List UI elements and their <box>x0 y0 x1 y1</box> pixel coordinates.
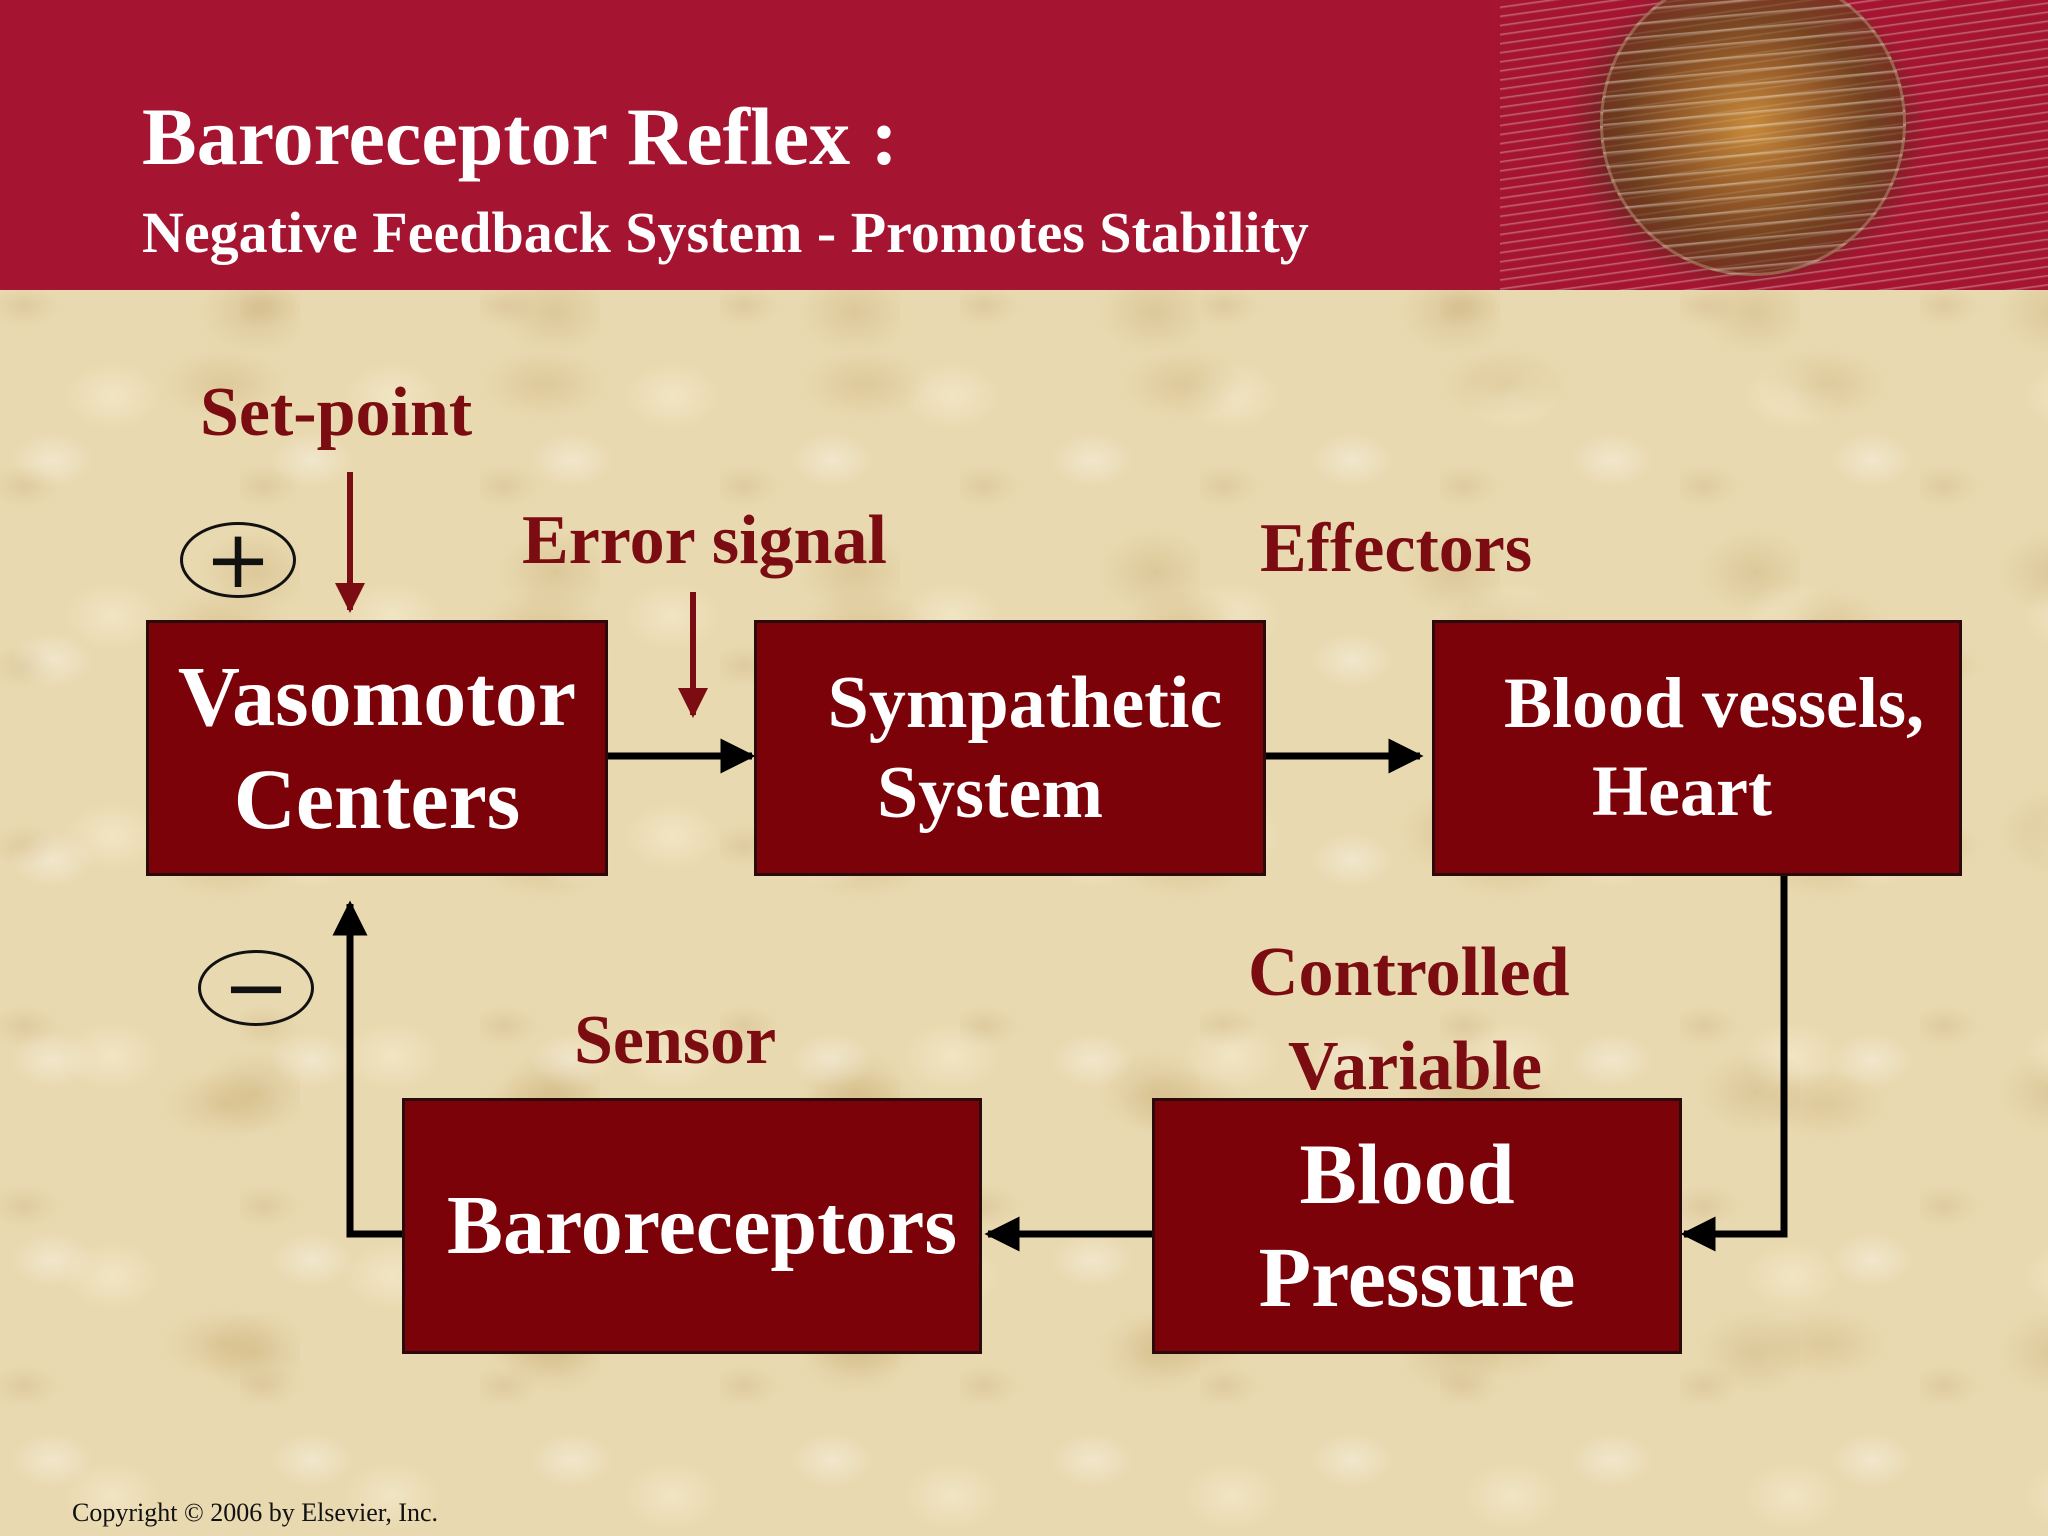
arrow-vessels-to-pressure <box>1680 876 1788 1252</box>
pressure-line2: Pressure <box>1258 1229 1576 1325</box>
controlled-variable-label-line1: Controlled <box>1248 934 1570 1011</box>
blood-pressure-box: Blood Pressure <box>1152 1098 1682 1354</box>
effectors-label: Effectors <box>1260 510 1533 587</box>
sympathetic-line2: System <box>876 752 1104 834</box>
sympathetic-system-box: Sympathetic System <box>754 620 1266 876</box>
baroreceptors-box: Baroreceptors <box>402 1098 982 1354</box>
sympathetic-line1: Sympathetic <box>827 661 1223 744</box>
slide-subtitle: Negative Feedback System - Promotes Stab… <box>142 200 1309 265</box>
plus-symbol: + <box>204 513 272 606</box>
copyright-notice: Copyright © 2006 by Elsevier, Inc. <box>72 1498 439 1527</box>
arrow-baroreceptors-to-vasomotor <box>332 900 404 1238</box>
vasomotor-line2: Centers <box>233 751 521 847</box>
vessels-line2: Heart <box>1592 751 1772 831</box>
vasomotor-centers-box: Vasomotor Centers <box>146 620 608 876</box>
minus-symbol: − <box>222 941 290 1034</box>
error-signal-label: Error signal <box>522 502 887 579</box>
sensor-label: Sensor <box>574 1002 777 1079</box>
controlled-variable-label-line2: Variable <box>1288 1028 1543 1105</box>
slide-title: Baroreceptor Reflex : <box>142 91 898 182</box>
pressure-line1: Blood <box>1299 1125 1515 1222</box>
vessels-line1: Blood vessels, <box>1503 663 1925 744</box>
baroreceptors-line1: Baroreceptors <box>446 1178 958 1272</box>
setpoint-label: Set-point <box>200 374 473 451</box>
decorative-artwork-circle <box>1600 0 1906 276</box>
vasomotor-line1: Vasomotor <box>177 647 577 744</box>
plus-sign: + <box>180 513 296 606</box>
blood-vessels-heart-box: Blood vessels, Heart <box>1432 620 1962 876</box>
minus-sign: − <box>198 941 314 1034</box>
